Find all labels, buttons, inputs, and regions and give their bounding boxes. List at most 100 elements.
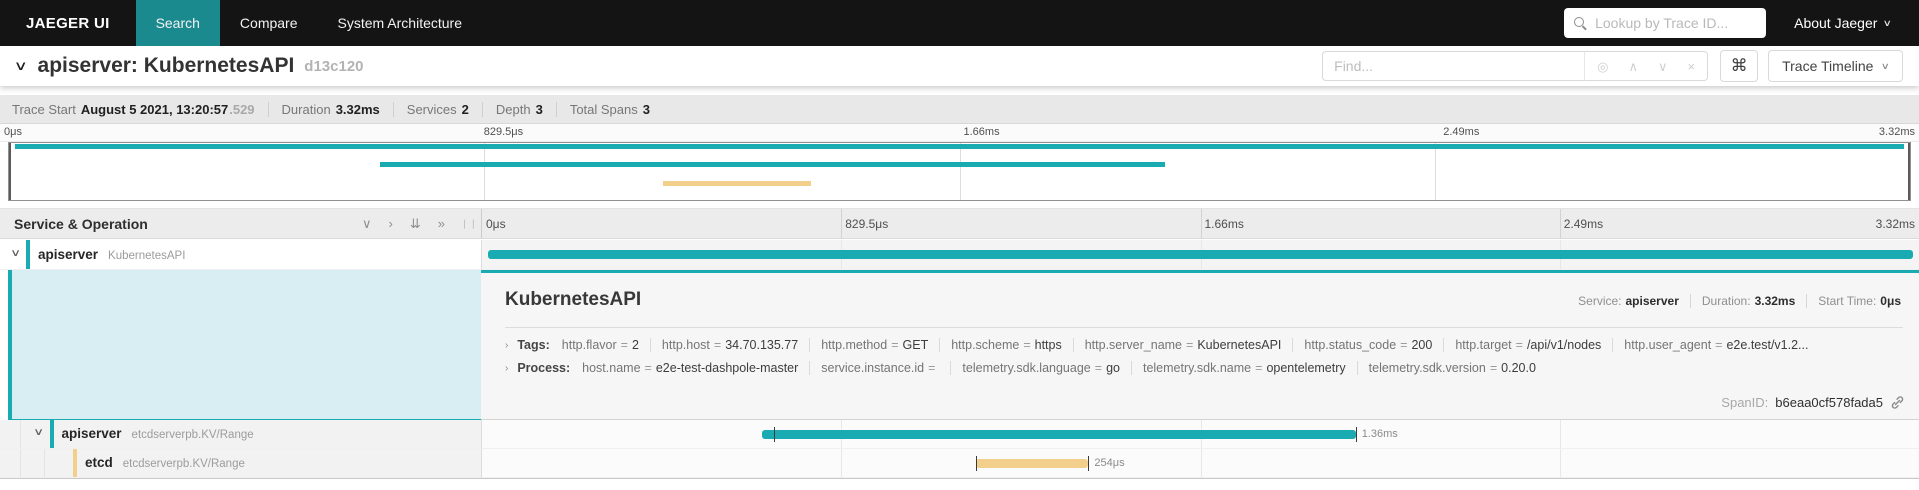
stat-value-fraction: .529	[229, 101, 255, 117]
kv-equals: =	[713, 338, 722, 352]
tick-label-3-32ms: 3.32ms	[1878, 126, 1915, 138]
process-host-name: host.name=e2e-test-dashpole-master	[582, 361, 811, 375]
find-input[interactable]	[1322, 51, 1585, 81]
tag-http-host: http.host=34.70.135.77	[651, 338, 811, 352]
meta-label: Service:	[1578, 294, 1622, 308]
expand-all-icon[interactable]: »	[437, 216, 445, 231]
collapse-trace-chevron-icon[interactable]: ∨	[13, 58, 28, 73]
tags-label[interactable]: Tags:	[517, 338, 550, 352]
kv-equals: =	[891, 338, 899, 352]
minimap-gridline	[959, 143, 961, 200]
divider	[505, 327, 1903, 328]
main-nav: Search Compare System Architecture	[135, 0, 482, 46]
kv-value: 2	[631, 338, 639, 352]
span-meta-start-time-: Start Time:0μs	[1807, 294, 1903, 308]
locate-span-icon[interactable]: ◎	[1597, 58, 1609, 74]
minimap-span-bar-1	[379, 162, 1165, 167]
kv-key: telemetry.sdk.version	[1368, 361, 1486, 375]
tag-http-server-name: http.server_name=KubernetesAPI	[1074, 338, 1294, 352]
table-end-divider	[0, 478, 1919, 490]
stat-value: 3	[642, 101, 650, 117]
app-logo[interactable]: JAEGER UI	[26, 14, 110, 32]
kv-key: http.scheme	[951, 338, 1020, 352]
span-bar-tick	[976, 455, 978, 471]
tag-http-scheme: http.scheme=https	[940, 338, 1074, 352]
range-scrubber-left-handle[interactable]	[9, 143, 11, 200]
nav-right: About Jaeger ∨	[1564, 0, 1919, 46]
span-duration-bar[interactable]	[487, 250, 1914, 259]
nav-item-system-architecture[interactable]: System Architecture	[337, 15, 463, 31]
chevron-down-icon[interactable]: ∨	[33, 427, 45, 438]
stat-label: Total Spans	[569, 101, 638, 117]
chevron-down-icon[interactable]: ∨	[10, 247, 22, 259]
trace-minimap[interactable]	[8, 142, 1911, 201]
meta-value: 3.32ms	[1754, 294, 1796, 308]
process-service-instance-id: service.instance.id=	[810, 361, 952, 375]
about-jaeger-menu[interactable]: About Jaeger ∨	[1794, 15, 1892, 31]
span-duration-bar[interactable]	[762, 426, 1357, 442]
stat-value: 2	[461, 101, 469, 117]
chevron-right-icon[interactable]: ›	[505, 339, 509, 351]
range-scrubber-right-handle[interactable]	[1908, 143, 1910, 200]
process-label[interactable]: Process:	[517, 361, 571, 375]
column-resize-grip[interactable]: ❘❘	[460, 218, 478, 228]
span-meta-duration-: Duration:3.32ms	[1691, 294, 1808, 308]
kv-equals: =	[1186, 338, 1194, 352]
collapse-all-icon[interactable]: ∨	[362, 216, 372, 231]
span-meta-service-: Service:apiserver	[1567, 294, 1691, 308]
process-telemetry-sdk-language: telemetry.sdk.language=go	[951, 361, 1132, 375]
trace-titlebar: ∨ apiserver: KubernetesAPI d13c120 ◎ ∧ ∨ × …	[0, 46, 1919, 86]
trace-lookup-input[interactable]	[1595, 15, 1757, 31]
stat-label: Services	[406, 101, 457, 117]
kv-equals: =	[644, 361, 652, 375]
kv-equals: =	[1489, 361, 1498, 375]
about-jaeger-label: About Jaeger	[1794, 15, 1878, 31]
kv-value: https	[1034, 338, 1062, 352]
deep-link-icon[interactable]	[1890, 395, 1905, 410]
kv-equals: =	[1023, 338, 1031, 352]
span-timeline-cell[interactable]: 1.36ms	[481, 420, 1919, 449]
stat-label: Trace Start	[12, 101, 76, 117]
expand-one-level-icon[interactable]: ›	[388, 216, 393, 231]
kv-key: http.target	[1455, 338, 1512, 352]
nav-item-search[interactable]: Search	[135, 0, 220, 46]
span-detail-name-column[interactable]	[8, 270, 481, 420]
meta-label: Start Time:	[1818, 294, 1877, 308]
trace-title: apiserver: KubernetesAPI	[37, 54, 295, 77]
trace-lookup-box[interactable]	[1564, 8, 1767, 38]
span-duration-label: 1.36ms	[1361, 428, 1398, 440]
nav-item-compare[interactable]: Compare	[239, 15, 298, 31]
tag-http-target: http.target=/api/v1/nodes	[1444, 338, 1614, 352]
span-duration-bar[interactable]	[976, 455, 1090, 471]
chevron-right-icon[interactable]: ›	[505, 362, 509, 374]
service-operation-label: Service & Operation	[14, 215, 148, 232]
keyboard-shortcuts-button[interactable]: ⌘	[1720, 50, 1759, 82]
prev-match-icon[interactable]: ∧	[1628, 58, 1638, 74]
timeline-gridline	[1559, 449, 1561, 477]
collapse-deep-icon[interactable]: ⇊	[409, 216, 421, 231]
kv-key: http.server_name	[1084, 338, 1183, 352]
span-detail-operation-name: KubernetesAPI	[505, 289, 642, 310]
span-timeline-cell[interactable]: 254μs	[481, 449, 1919, 478]
trace-id: d13c120	[304, 57, 364, 75]
span-timeline-cell[interactable]	[481, 240, 1919, 270]
span-id-row: SpanID: b6eaa0cf578fada5	[1721, 395, 1905, 410]
kv-key: service.instance.id	[821, 361, 925, 375]
trace-view-selector[interactable]: Trace Timeline ∨	[1768, 50, 1903, 82]
next-match-icon[interactable]: ∨	[1658, 58, 1668, 74]
find-controls: ◎ ∧ ∨ × ⌘ Trace Timeline ∨	[1322, 50, 1903, 82]
kv-equals: =	[1400, 338, 1408, 352]
clear-search-icon[interactable]: ×	[1687, 58, 1696, 74]
